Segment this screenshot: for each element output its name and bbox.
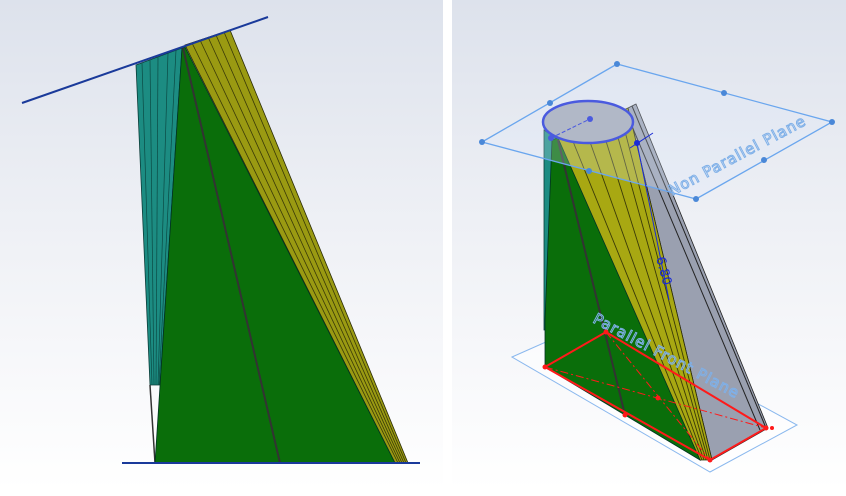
right-model-graphic: Non Parallel Plane 6.80 Parallel Front P… xyxy=(479,61,835,473)
teal-edges xyxy=(141,49,177,386)
grey-edges xyxy=(625,105,767,431)
right-viewport[interactable]: Non Parallel Plane 6.80 Parallel Front P… xyxy=(452,0,846,490)
plane-handles[interactable] xyxy=(479,61,835,202)
yellow-edges xyxy=(191,31,407,464)
green-face-edge xyxy=(182,47,281,464)
sketch-points[interactable] xyxy=(542,329,775,463)
dimension-value[interactable]: 6.80 xyxy=(652,255,674,287)
top-plane-line xyxy=(21,16,269,104)
left-viewport[interactable] xyxy=(0,0,443,490)
top-profile-ellipse[interactable] xyxy=(541,99,635,145)
left-model-graphic xyxy=(21,16,420,464)
green-face xyxy=(154,46,396,464)
dimension-line xyxy=(636,142,670,301)
